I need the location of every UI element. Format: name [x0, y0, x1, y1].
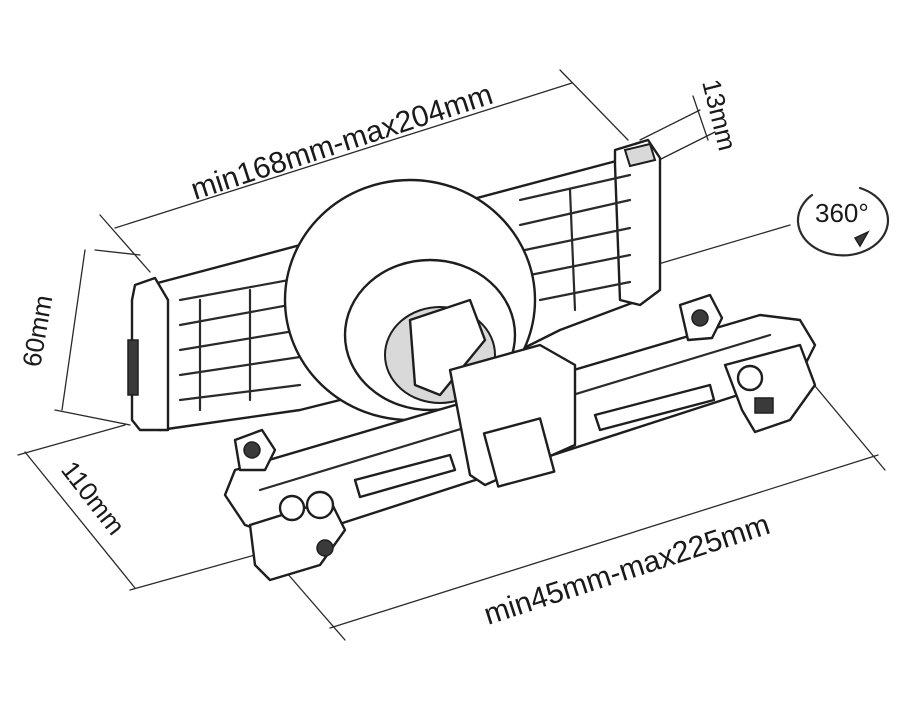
dim-line-bar-span: [329, 454, 879, 629]
dim-ext-110-bottom: [129, 554, 256, 591]
clamp-ribs-left: [178, 276, 302, 412]
clamp-jaw-left-pad: [127, 339, 139, 396]
leader-rotation: [654, 224, 791, 266]
screw-right-bottom: [754, 397, 774, 414]
label-bar-span: min45mm-max225mm: [480, 508, 774, 632]
dim-ext-13-a: [639, 109, 701, 141]
dim-ext-60-top: [94, 249, 141, 256]
knob-right: [736, 364, 764, 392]
knob-left-2: [305, 490, 335, 520]
screw-left-top: [243, 441, 261, 459]
headrest-bar: [223, 293, 817, 582]
rotate-arc: [796, 186, 890, 257]
label-clamp-depth: 13mm: [696, 76, 743, 153]
dimension-lines: [17, 69, 886, 641]
dim-line-13: [692, 95, 709, 141]
clamp-ribs-right: [518, 173, 632, 312]
label-rotation: 360°: [815, 198, 869, 228]
dim-line-60: [61, 249, 86, 411]
screw-left-bottom: [316, 539, 334, 557]
knob-left: [278, 494, 306, 522]
dim-line-110: [24, 451, 136, 589]
dim-ext-bottom-right: [809, 379, 886, 471]
clamp-jaw-right-top: [623, 142, 657, 168]
screw-right-top: [691, 309, 709, 327]
bar-slot-right: [593, 383, 716, 432]
center-connector-face: [482, 417, 556, 488]
dim-ext-60-bottom: [54, 409, 131, 426]
label-height: 60mm: [16, 293, 58, 369]
dim-ext-top-right: [559, 69, 629, 141]
dim-line-clamp-width: [114, 82, 573, 229]
dim-ext-110-top: [17, 424, 126, 456]
clamp-jaw-left: [130, 276, 170, 432]
rotate-arrow-icon: [796, 186, 890, 257]
dim-ext-13-b: [654, 131, 716, 163]
rotate-arrowhead: [853, 230, 870, 248]
dim-ext-bottom-left: [279, 564, 346, 641]
dim-ext-top-left: [99, 214, 151, 273]
bar-slot-left: [353, 453, 457, 499]
label-bar-depth: 110mm: [55, 455, 131, 540]
